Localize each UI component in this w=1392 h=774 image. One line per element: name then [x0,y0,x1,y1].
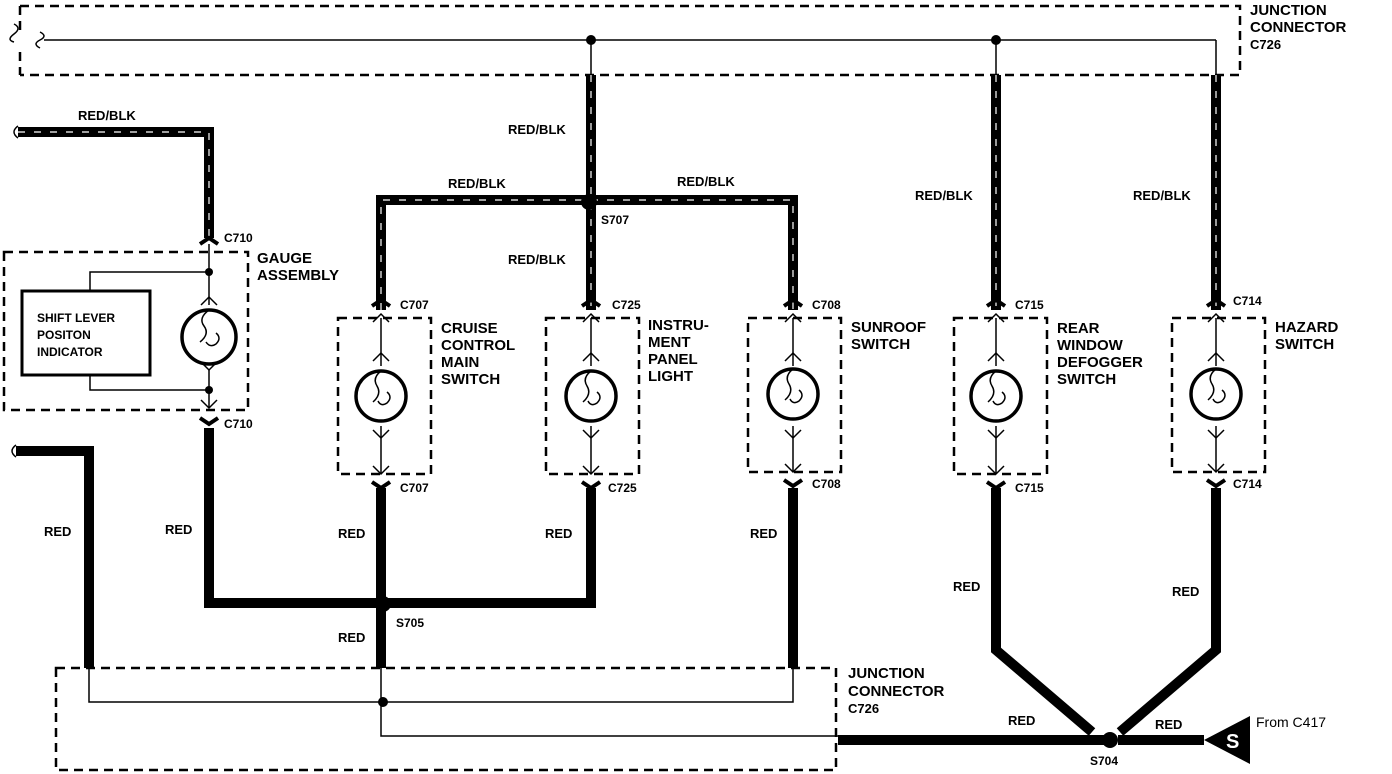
cruise-label-3: MAIN [441,354,479,371]
wire-label-gauge-red: RED [165,522,192,537]
bottom-junction-id: C726 [848,701,879,716]
hazard-label-1: HAZARD [1275,319,1338,336]
wire-label-hazard-redblk: RED/BLK [1133,188,1191,203]
cruise-connector-top: C707 [400,298,429,312]
hazard-switch: C714 C714 HAZARD SWITCH [1170,294,1338,491]
hazard-label-2: SWITCH [1275,336,1334,353]
rear-window-label-3: DEFOGGER [1057,354,1143,371]
rear-window-defogger-switch: C715 C715 REAR WINDOW DEFOGGER SWITCH [952,297,1143,495]
splice-s705-dot [375,596,391,612]
rear-window-label-1: REAR [1057,320,1100,337]
sunroof-label-1: SUNROOF [851,319,926,336]
wire-label-gauge-redblk: RED/BLK [78,108,136,123]
bottom-junction-title-2: CONNECTOR [848,683,945,700]
wire-label-hazard-red: RED [1172,584,1199,599]
gauge-assembly: SHIFT LEVER POSITON INDICATOR GAUGE ASSE… [2,231,339,431]
instrument-label-2: MENT [648,334,691,351]
rear-window-label-4: SWITCH [1057,371,1116,388]
rear-window-bulb-icon [969,369,1023,423]
source-s-triangle [1204,716,1250,764]
sunroof-bulb-icon [766,367,820,421]
top-junction-title-1: JUNCTION [1250,2,1327,19]
wire-label-instrument-red: RED [545,526,572,541]
cruise-label-4: SWITCH [441,371,500,388]
rear-window-connector-bottom: C715 [1015,481,1044,495]
splice-s704-dot [1102,732,1118,748]
splice-s707-dot [581,194,597,210]
wire-label-cruise-red: RED [338,526,365,541]
instrument-bulb-icon [564,369,618,423]
wire-label-left-redblk: RED/BLK [448,176,506,191]
cruise-label-1: CRUISE [441,320,498,337]
red-blk-wires [13,75,1221,310]
wire-label-junction-red: RED [1008,713,1035,728]
instrument-connector-top: C725 [612,298,641,312]
sunroof-switch: C708 C708 SUNROOF SWITCH [746,297,926,491]
rear-window-label-2: WINDOW [1057,337,1124,354]
wire-label-right-redblk: RED/BLK [677,174,735,189]
sunroof-connector-top: C708 [812,298,841,312]
bottom-junction-title-1: JUNCTION [848,665,925,682]
hazard-connector-top: C714 [1233,294,1262,308]
wire-label-rear-redblk: RED/BLK [915,188,973,203]
sunroof-connector-bottom: C708 [812,477,841,491]
sunroof-label-2: SWITCH [851,336,910,353]
instrument-label-3: PANEL [648,351,698,368]
gauge-bulb-icon [180,308,238,366]
wire-label-instrument-redblk: RED/BLK [508,252,566,267]
cruise-connector-bottom: C707 [400,481,429,495]
wire-label-left-red: RED [44,524,71,539]
splice-s707-label: S707 [601,213,629,227]
wire-label-source-red: RED [1155,717,1182,732]
splice-s704-label: S704 [1090,754,1118,768]
indicator-text-3: INDICATOR [37,345,103,359]
top-junction-id: C726 [1250,37,1281,52]
cruise-control-switch: C707 C707 CRUISE CONTROL MAIN SWITCH [336,297,515,495]
splice-s705-label: S705 [396,616,424,630]
top-junction-connector: JUNCTION CONNECTOR C726 [9,2,1347,77]
wire-label-sunroof-red: RED [750,526,777,541]
gauge-title-2: ASSEMBLY [257,267,339,284]
wire-label-trunk-redblk: RED/BLK [508,122,566,137]
wire-label-trunk-red: RED [338,630,365,645]
gauge-connector-top: C710 [224,231,253,245]
source-symbol: S [1226,731,1239,753]
shift-lever-indicator-box [20,289,152,377]
indicator-text-2: POSITON [37,328,91,342]
top-junction-title-2: CONNECTOR [1250,19,1347,36]
instrument-panel-light: C725 C725 INSTRU- MENT PANEL LIGHT [544,297,709,495]
indicator-text-1: SHIFT LEVER [37,311,115,325]
rear-window-connector-top: C715 [1015,298,1044,312]
bottom-junction-connector: JUNCTION CONNECTOR C726 [54,659,945,772]
instrument-label-1: INSTRU- [648,317,709,334]
gauge-connector-bottom: C710 [224,417,253,431]
hazard-bulb-icon [1189,367,1243,421]
gauge-title-1: GAUGE [257,250,312,267]
red-wires: S [11,428,1250,764]
hazard-connector-bottom: C714 [1233,477,1262,491]
wire-label-rear-red: RED [953,579,980,594]
cruise-bulb-icon [354,369,408,423]
source-label: From C417 [1256,714,1326,730]
instrument-connector-bottom: C725 [608,481,637,495]
instrument-label-4: LIGHT [648,368,693,385]
cruise-label-2: CONTROL [441,337,515,354]
